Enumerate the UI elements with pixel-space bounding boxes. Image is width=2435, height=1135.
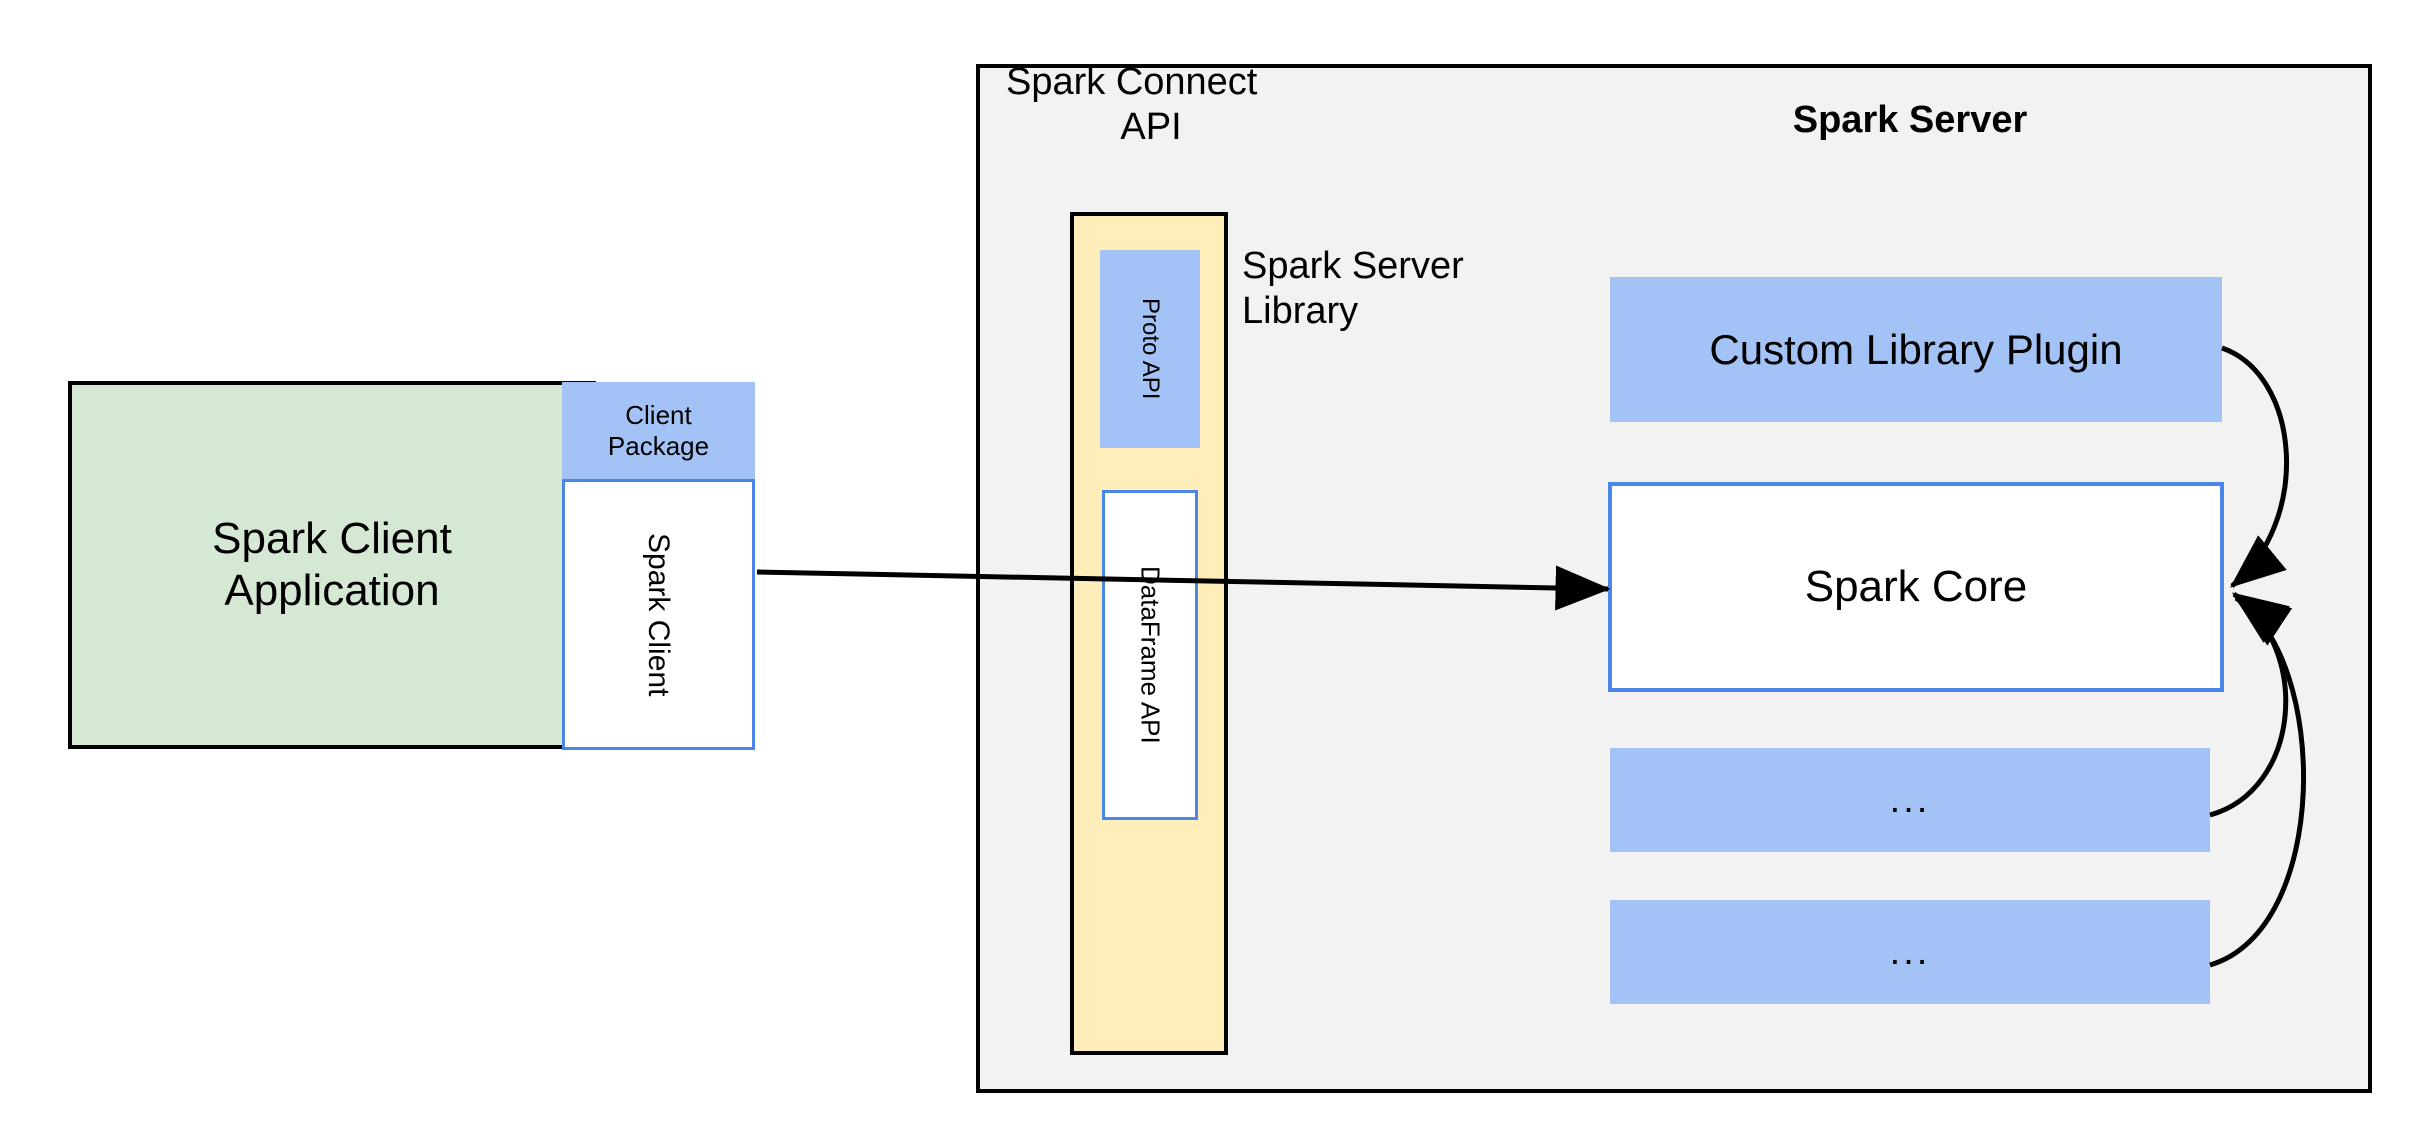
spark-connect-api-label: Spark Connect API bbox=[1006, 61, 1258, 148]
spark-core-box[interactable]: Spark Core bbox=[1608, 482, 2224, 692]
additional-component-box-2[interactable]: ... bbox=[1610, 900, 2210, 1004]
spark-server-title: Spark Server bbox=[1792, 98, 2028, 141]
dataframe-api-box[interactable]: DataFrame API bbox=[1102, 490, 1198, 820]
custom-library-plugin-label: Custom Library Plugin bbox=[1709, 325, 2123, 373]
additional-component-label-2: ... bbox=[1889, 930, 1931, 973]
spark-client-label: Spark Client bbox=[642, 532, 676, 697]
dataframe-api-label: DataFrame API bbox=[1135, 566, 1166, 744]
client-package-box[interactable]: Client Package bbox=[562, 382, 755, 479]
spark-server-library-label: Spark Server Library bbox=[1242, 245, 1464, 332]
custom-library-plugin-box[interactable]: Custom Library Plugin bbox=[1610, 277, 2222, 422]
spark-client-application-box[interactable]: Spark Client Application bbox=[68, 381, 596, 749]
additional-component-label-1: ... bbox=[1889, 778, 1931, 821]
client-package-label: Client Package bbox=[607, 399, 710, 461]
proto-api-label: Proto API bbox=[1137, 298, 1165, 400]
proto-api-box[interactable]: Proto API bbox=[1100, 250, 1200, 448]
spark-client-box[interactable]: Spark Client bbox=[562, 479, 755, 750]
additional-component-box-1[interactable]: ... bbox=[1610, 748, 2210, 852]
spark-core-label: Spark Core bbox=[1804, 562, 2028, 612]
spark-client-application-label: Spark Client Application bbox=[212, 514, 452, 615]
